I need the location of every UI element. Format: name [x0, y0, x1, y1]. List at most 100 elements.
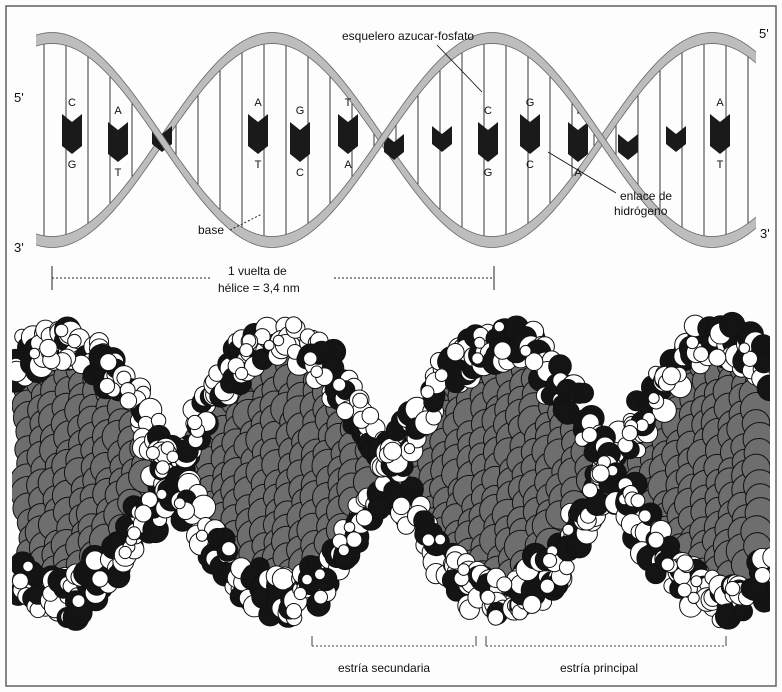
- atom-sphere: [474, 337, 485, 348]
- atom-sphere: [694, 347, 709, 362]
- base-letter-bottom: T: [717, 159, 724, 171]
- atom-sphere: [29, 348, 39, 358]
- atom-sphere: [286, 604, 301, 619]
- base-letter-bottom: T: [115, 167, 122, 179]
- minor-groove-label: estría secundaria: [338, 661, 430, 675]
- atom-sphere: [315, 569, 326, 580]
- base-label: base: [198, 223, 224, 237]
- atom-sphere: [523, 595, 541, 613]
- atom-sphere: [422, 534, 434, 546]
- atom-sphere: [353, 393, 368, 408]
- atom-sphere: [72, 595, 85, 608]
- atom-sphere: [472, 353, 483, 364]
- atom-sphere: [574, 383, 594, 403]
- atom-sphere: [488, 610, 504, 626]
- atom-sphere: [726, 582, 740, 596]
- base-letter-top: T: [345, 97, 352, 109]
- atom-sphere: [157, 489, 167, 499]
- space-filling-model: [3, 312, 782, 630]
- atom-sphere: [135, 505, 152, 522]
- atom-sphere: [543, 554, 557, 568]
- end-label-bottom-left: 3': [14, 240, 24, 255]
- atom-sphere: [592, 465, 609, 482]
- atom-sphere: [520, 345, 531, 356]
- atom-sphere: [314, 590, 328, 604]
- atom-sphere: [347, 532, 362, 547]
- base-pair: TA: [338, 97, 358, 171]
- atom-sphere: [40, 339, 57, 356]
- turn-label-line1: 1 vuelta de: [228, 264, 287, 278]
- atom-sphere: [404, 444, 414, 454]
- atom-sphere: [304, 352, 317, 365]
- atom-sphere: [494, 342, 511, 359]
- atom-sphere: [421, 386, 434, 399]
- atom-sphere: [563, 524, 574, 535]
- base-pair: AT: [108, 105, 128, 179]
- end-label-top-right: 5': [759, 26, 769, 41]
- atom-sphere: [686, 336, 698, 348]
- atom-sphere: [99, 378, 114, 393]
- base-pair-shape: [290, 122, 310, 162]
- atom-sphere: [222, 542, 236, 556]
- atom-sphere: [92, 571, 108, 587]
- atom-sphere: [677, 555, 693, 571]
- base-letter-bottom: A: [344, 159, 352, 171]
- atom-sphere: [294, 587, 306, 599]
- atom-sphere: [631, 494, 645, 508]
- atom-sphere: [481, 590, 495, 604]
- atom-sphere: [384, 442, 402, 460]
- atom-sphere: [763, 547, 782, 568]
- base-letter-top: G: [526, 97, 535, 109]
- base-pair-shape: [568, 122, 588, 162]
- base-pair-shape: [62, 114, 82, 154]
- atom-sphere: [120, 393, 136, 409]
- atom-sphere: [156, 461, 169, 474]
- base-letter-bottom: G: [484, 167, 493, 179]
- atom-sphere: [333, 378, 346, 391]
- base-shape: [432, 126, 452, 152]
- turn-label-line2: hélice = 3,4 nm: [218, 281, 300, 295]
- atom-sphere: [13, 573, 29, 589]
- atom-sphere: [356, 510, 372, 526]
- atom-sphere: [188, 415, 202, 429]
- base-shape: [618, 134, 638, 160]
- atom-sphere: [582, 428, 597, 443]
- atom-sphere: [167, 451, 179, 463]
- atom-sphere: [648, 393, 659, 404]
- atom-sphere: [272, 568, 294, 590]
- end-label-top-left: 5': [14, 90, 24, 105]
- atom-sphere: [540, 579, 554, 593]
- atom-sphere: [311, 366, 323, 378]
- atom-sphere: [286, 317, 302, 333]
- groove-brackets: [312, 636, 726, 646]
- atom-sphere: [497, 577, 512, 592]
- atom-sphere: [709, 349, 726, 366]
- atom-sphere: [302, 574, 313, 585]
- atom-sphere: [559, 560, 574, 575]
- atom-sphere: [661, 558, 674, 571]
- atom-sphere: [435, 369, 448, 382]
- hbond-label-line1: enlace de: [620, 189, 672, 203]
- base-letter-top: A: [254, 97, 262, 109]
- base-pair: CG: [478, 105, 498, 179]
- backbone-label: esquelero azucar-fosfato: [342, 29, 474, 43]
- atom-sphere: [174, 498, 185, 509]
- atom-sphere: [55, 324, 68, 337]
- atom-sphere: [68, 334, 81, 347]
- base-pair-shape: [248, 114, 268, 154]
- atom-sphere: [393, 497, 410, 514]
- end-label-bottom-right: 3': [760, 226, 770, 241]
- atom-sphere: [344, 522, 355, 533]
- base-pair-shape: [338, 114, 358, 154]
- atom-sphere: [264, 340, 274, 350]
- base-letter-top: G: [296, 105, 305, 117]
- base-letter-top: A: [716, 97, 724, 109]
- atom-sphere: [677, 583, 691, 597]
- base-letter-top: A: [114, 105, 122, 117]
- base-letter-bottom: C: [526, 159, 534, 171]
- atom-sphere: [240, 344, 253, 357]
- atom-sphere: [362, 407, 379, 424]
- atom-sphere: [338, 545, 349, 556]
